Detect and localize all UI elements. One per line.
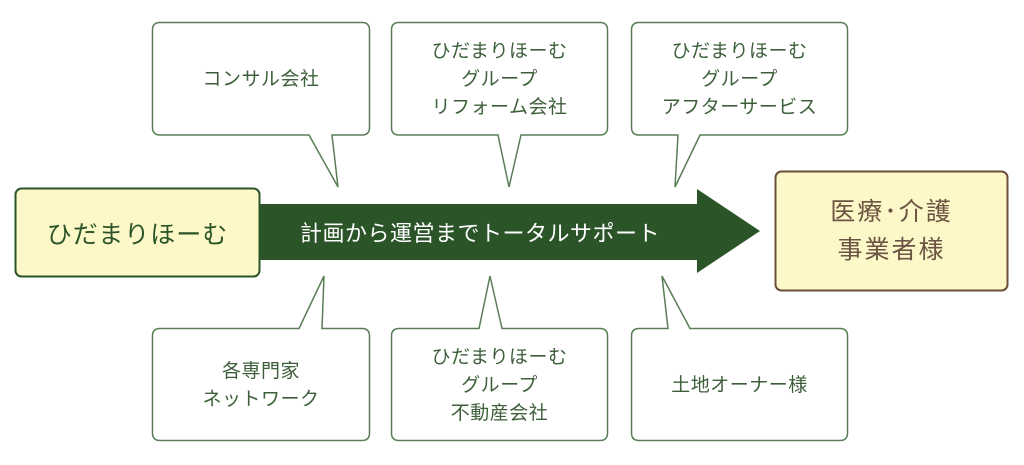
target-label: 医療･介護 事業者様 — [830, 197, 953, 264]
speech-bubble-top-3 — [630, 21, 849, 188]
speech-bubble-bottom-1 — [151, 275, 371, 442]
support-flow-arrow — [258, 189, 760, 273]
bubble-top-1-label: コンサル会社 — [202, 67, 320, 90]
speech-bubble-top-2 — [390, 21, 609, 188]
bubble-bottom-2-label: ひだまりほーむ グループ 不動産会社 — [431, 345, 568, 424]
speech-bubble-top-1 — [151, 21, 371, 188]
target-box — [774, 170, 1009, 292]
source-box — [14, 187, 261, 278]
bubble-top-3-label: ひだまりほーむ グループ アフターサービス — [661, 39, 818, 118]
bubble-bottom-1-label: 各専門家 ネットワーク — [202, 359, 320, 410]
speech-bubble-bottom-2 — [390, 275, 609, 442]
source-label: ひだまりほーむ — [46, 219, 229, 249]
bubble-top-2-label: ひだまりほーむ グループ リフォーム会社 — [431, 39, 568, 118]
speech-bubble-bottom-3 — [630, 275, 849, 442]
arrow-label: 計画から運営までトータルサポート — [299, 222, 660, 247]
bubble-bottom-3-label: 土地オーナー様 — [671, 373, 808, 396]
